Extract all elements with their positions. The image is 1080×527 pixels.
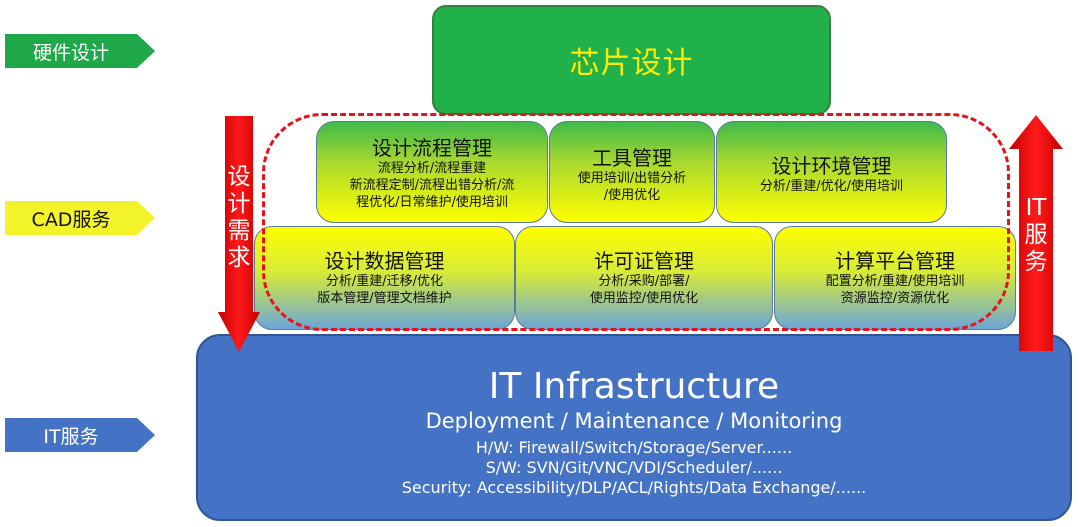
box-title: 计算平台管理 [835, 249, 955, 273]
label-char: 计 [227, 191, 251, 217]
label-char: 需 [227, 218, 251, 244]
tag-cad-service: CAD服务 [5, 201, 155, 235]
up-arrow-icon [1009, 115, 1063, 351]
tool-management-box: 工具管理 使用培训/出错分析 /使用优化 [549, 121, 715, 223]
box-line: /使用优化 [603, 188, 661, 203]
down-arrow-label: 设 计 需 求 [218, 164, 260, 272]
box-title: 设计流程管理 [372, 136, 492, 160]
infrastructure-title: IT Infrastructure [488, 366, 780, 407]
down-arrow-icon [218, 116, 260, 352]
box-line: 资源监控/资源优化 [840, 291, 950, 306]
box-line: 分析/重建/迁移/优化 [325, 274, 444, 289]
box-title: 许可证管理 [594, 249, 694, 273]
box-line: 分析/采购/部署/ [598, 274, 690, 289]
infrastructure-security: Security: Accessibility/DLP/ACL/Rights/D… [401, 478, 867, 497]
infrastructure-hw: H/W: Firewall/Switch/Storage/Server.....… [475, 438, 793, 457]
up-arrow-label: IT 服 务 [1009, 195, 1063, 276]
box-line: 配置分析/重建/使用培训 [825, 274, 965, 289]
tag-it-service: IT服务 [5, 418, 155, 452]
tag-hardware-design: 硬件设计 [5, 34, 155, 68]
box-line: 使用培训/出错分析 [577, 171, 687, 186]
label-char: 求 [227, 245, 251, 271]
infrastructure-sw: S/W: SVN/Git/VNC/VDI/Scheduler/...... [485, 458, 783, 477]
license-management-box: 许可证管理 分析/采购/部署/ 使用监控/使用优化 [515, 226, 773, 330]
it-service-up-arrow: IT 服 务 [1009, 115, 1063, 351]
design-requirements-down-arrow: 设 计 需 求 [218, 116, 260, 352]
box-line: 流程分析/流程重建 [377, 161, 487, 176]
box-line: 使用监控/使用优化 [589, 291, 699, 306]
box-line: 新流程定制/流程出错分析/流 [349, 178, 515, 193]
box-title: 设计环境管理 [771, 154, 892, 178]
label-char: IT [1025, 195, 1047, 221]
box-line: 程优化/日常维护/使用培训 [356, 195, 508, 210]
cad-services-dashed-outline [262, 113, 1010, 331]
chip-design-box: 芯片设计 [432, 5, 831, 115]
label-char: 设 [227, 164, 251, 190]
box-title: 设计数据管理 [324, 249, 445, 273]
it-infrastructure-box: IT Infrastructure Deployment / Maintenan… [196, 334, 1072, 521]
label-char: 务 [1024, 249, 1048, 275]
design-environment-management-box: 设计环境管理 分析/重建/优化/使用培训 [716, 121, 947, 223]
box-line: 版本管理/管理文档维护 [317, 291, 452, 306]
label-char: 服 [1024, 222, 1048, 248]
box-line: 分析/重建/优化/使用培训 [759, 179, 904, 194]
box-title: 工具管理 [592, 146, 672, 170]
infrastructure-subtitle: Deployment / Maintenance / Monitoring [425, 409, 843, 433]
design-flow-management-box: 设计流程管理 流程分析/流程重建 新流程定制/流程出错分析/流 程优化/日常维护… [316, 121, 548, 223]
